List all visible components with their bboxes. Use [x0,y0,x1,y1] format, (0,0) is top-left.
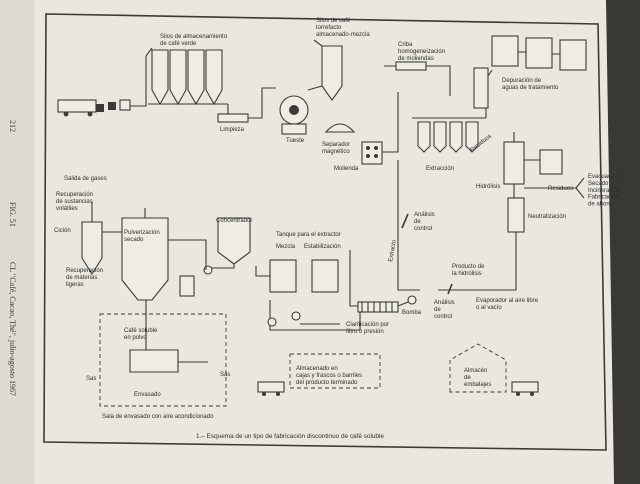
line-cyclone [91,202,122,233]
sieve [395,61,427,71]
fig-number: FIG. 51 [8,202,17,227]
line-water [485,51,560,118]
label-bomba: Bomba [402,310,422,316]
side-citation: CL "Café, Cacao, Thé", julio-agosto 1967 [8,262,17,396]
label-neutralizacion: Neutralización [528,214,566,220]
truck-icon [511,381,539,396]
line-to-roaster [227,87,276,119]
truck-icon [57,99,131,117]
line-extract [397,160,420,291]
clarification-filter [357,301,399,313]
control-analysis-valve-1 [401,213,409,229]
label-salida-gases: Salida de gases [64,176,107,182]
green-coffee-silos [148,49,228,106]
label-molienda: Molienda [334,166,359,172]
extraction-columns [412,117,486,153]
line-tanks [269,300,361,331]
packaging-room [99,313,227,407]
packaging-machine [129,349,179,373]
label-sas-right: Sas [220,372,230,378]
label-sala-envasado: Sala de envasado con aire acondicionado [102,414,214,420]
packaging-warehouse [449,343,507,393]
valve-icon [291,311,301,321]
water-treatment-tanks [473,35,587,109]
label-hidrolisis: Hidrólisis [476,184,500,190]
spray-dryer [121,208,207,301]
label-concentrador: Concentrador [216,218,252,224]
roaster-drum [279,95,309,135]
line-concentrator [212,264,270,277]
label-estabilizacion: Estabilización [304,244,341,250]
label-tanque: Tanque para el extractor [276,232,341,238]
neutralization-tank [507,197,525,233]
diagram-frame [43,13,607,451]
stabilization-tank [311,259,339,293]
conveyor-line [130,47,153,107]
truck-icon [257,381,285,396]
line-sieve [382,65,451,153]
label-mezcla: Mezcla [276,244,296,250]
pump-icon [407,295,417,305]
label-tueste: Tueste [286,138,305,144]
figure-caption: 1.– Esquema de un tipo de fabricación di… [196,433,384,440]
label-residuos-2: Residuos [548,186,573,192]
line-packaging [145,300,208,363]
label-extracto: Extracto [388,239,398,262]
label-extraccion: Extracción [426,166,454,172]
mill [361,141,383,165]
label-ciclon: Ciclón [54,228,71,234]
cyclone [81,221,103,276]
roasted-coffee-silo [307,39,343,101]
concentrator [217,217,251,265]
line-clarification [349,250,409,307]
valve-icon [203,265,213,275]
mix-tank [269,259,297,293]
label-envasado: Envasado [134,392,161,398]
hydrolysis-column [503,141,525,185]
page-number: 212 [8,120,17,132]
label-sas-left: Sas [86,376,96,382]
line-neutralization [438,184,517,291]
cleaning-unit [217,113,249,123]
valve-icon [267,317,277,327]
magnetic-separator [324,123,356,133]
page-margin [0,0,34,484]
label-limpieza: Limpieza [220,127,245,133]
hydrolysis-filter [539,149,563,175]
finished-product-storage [289,353,381,389]
control-analysis-valve-2 [447,283,453,295]
line-residues [513,132,585,199]
